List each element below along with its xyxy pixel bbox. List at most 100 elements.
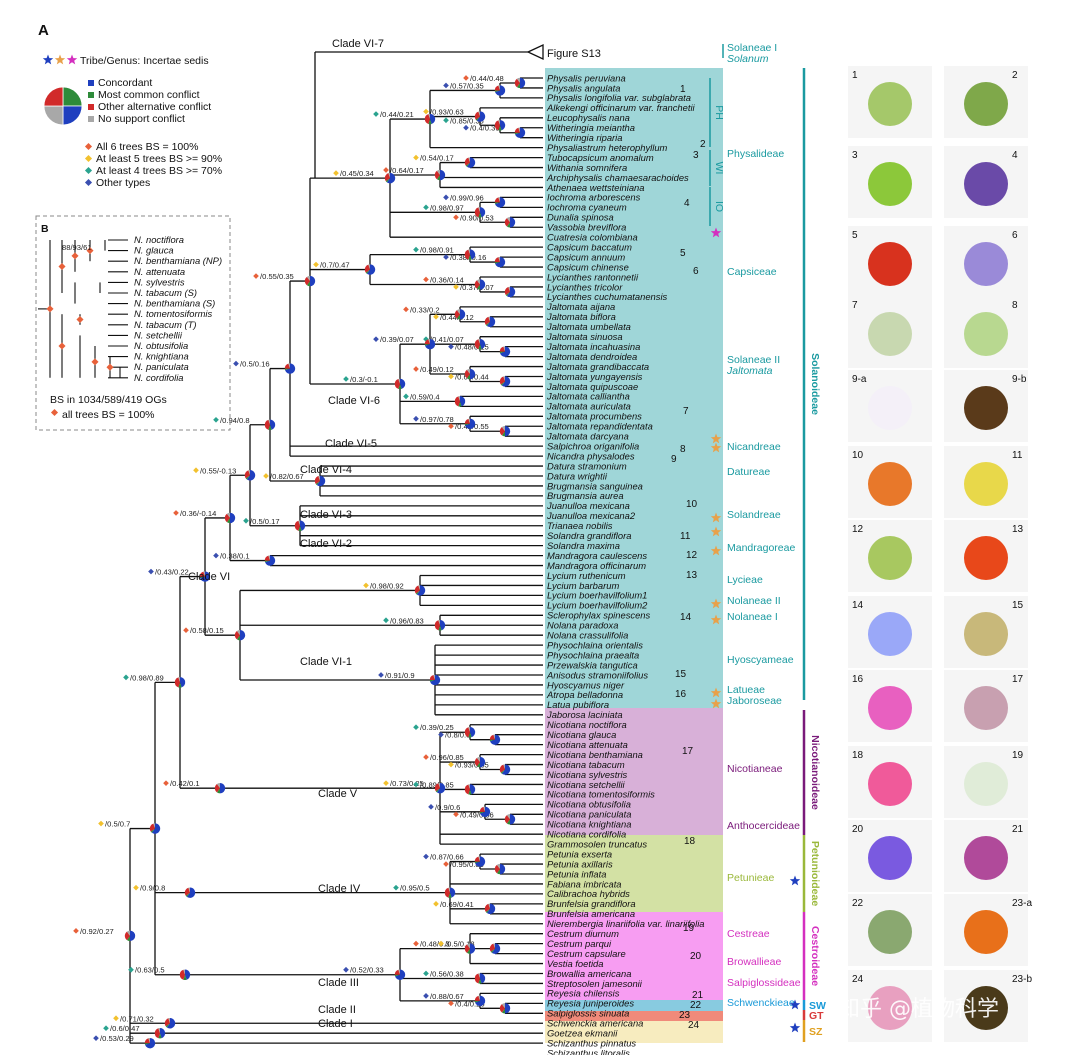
support-value: /0.98/0.89	[130, 673, 164, 682]
flower-photo	[868, 686, 912, 730]
pie-slice	[435, 788, 440, 793]
pie-slice	[496, 869, 500, 875]
pie-slice	[178, 677, 180, 683]
pie-slice	[516, 77, 520, 83]
species-label: Brunfelsia grandiflora	[547, 898, 636, 909]
species-label: Cestrum capsulare	[547, 948, 626, 959]
incertae-star-blue	[789, 999, 801, 1010]
pie-slice	[440, 620, 446, 631]
panel-b-caption: all trees BS = 100%	[62, 409, 155, 421]
pie-slice	[178, 682, 182, 688]
support-value: /0.41/0.07	[430, 335, 464, 344]
support-value: /0.6/0.47	[110, 1024, 140, 1033]
pie-slice	[440, 169, 446, 181]
support-value: /0.56/0.38	[430, 969, 464, 978]
pie-slice	[448, 892, 452, 898]
pie-slice	[306, 275, 310, 282]
pie-slice	[478, 978, 482, 984]
support-value: /0.4/0.39	[470, 124, 500, 133]
clade-label: Clade VI-7	[332, 38, 384, 50]
pie-slice	[465, 162, 470, 167]
support-value: /0.5/0.18	[445, 940, 475, 949]
species-label: Lycianthes cuchumatanensis	[547, 291, 668, 302]
support-diamond	[128, 966, 134, 973]
pie-slice	[398, 383, 402, 390]
species-label: Petunia inflata	[547, 868, 606, 879]
species-label: Vestia foetida	[547, 958, 603, 969]
pie-slice	[470, 727, 476, 738]
panel-b-label: B	[41, 223, 49, 235]
incertae-star	[710, 526, 722, 537]
pie-slice	[506, 222, 510, 228]
pie-slice	[468, 249, 470, 255]
support-diamond	[313, 261, 319, 268]
species-label: Nicotiana tabacum	[547, 759, 625, 770]
legend-swatch	[88, 104, 94, 110]
tribe-label: Browallieae	[727, 956, 781, 968]
pie-slice	[494, 262, 500, 264]
support-diamond	[423, 993, 429, 999]
photo-label: 2	[1012, 70, 1018, 81]
pie-slice	[388, 172, 390, 179]
pie-slice	[428, 338, 430, 345]
photo-label: 21	[1012, 824, 1024, 835]
pie-slice	[514, 78, 520, 88]
flower-photo	[964, 536, 1008, 580]
pie-slice	[429, 679, 435, 682]
pie-slice	[236, 635, 240, 641]
pie-slice	[200, 571, 211, 582]
clade-label: Clade VI-5	[325, 438, 377, 450]
pie-slice	[199, 571, 205, 577]
support-diamond	[123, 674, 129, 681]
pie-slice	[476, 762, 480, 768]
pie-slice	[183, 974, 187, 980]
support-diamond	[413, 940, 419, 947]
flower-photo	[868, 386, 912, 430]
pie-slice	[485, 908, 490, 914]
pie-slice	[514, 132, 520, 135]
species-label: Jaltomata umbellata	[546, 321, 631, 332]
pie-slice	[188, 887, 190, 893]
species-label: Reyesia chilensis	[547, 988, 620, 999]
pie-slice	[480, 973, 486, 984]
legend-star-blue	[42, 54, 54, 65]
support-values: /0.92/0.27/0.5/0.7/0.98/0.89/0.43/0.22/0…	[73, 74, 504, 1043]
leaf-number: 11	[680, 531, 691, 542]
photo-label: 7	[852, 300, 858, 311]
support-diamond	[403, 306, 409, 313]
pie-slice	[478, 856, 480, 862]
support-diamond	[393, 884, 399, 891]
support-diamond	[403, 393, 409, 400]
pie-slice	[486, 903, 496, 915]
leaf-number: 15	[675, 669, 687, 680]
pie-slice	[444, 887, 450, 898]
support-value: /0.98/0.91	[420, 246, 454, 255]
pie-slice	[499, 351, 505, 354]
pie-slice	[434, 620, 440, 631]
support-value: /0.98/0.97	[430, 203, 464, 212]
pie-slice	[478, 207, 480, 213]
flower-photo	[868, 312, 912, 356]
support-value: /0.39/0.25	[420, 723, 454, 732]
species-label: Withania somnifera	[547, 162, 627, 173]
tribe-labels: Solaneae ISolanumPhysalideaeCapsiceaeSol…	[42, 42, 826, 1042]
species-label: Iochroma arborescens	[547, 192, 641, 203]
support-value: /0.49/0.12	[420, 365, 454, 374]
tribe-label: Jaboroseae	[727, 695, 782, 707]
pie-slice	[489, 739, 495, 742]
pie-slice	[186, 887, 196, 898]
support-diamond	[443, 861, 449, 867]
photo-label: 10	[852, 450, 864, 461]
species-label: Jaltomata aijana	[546, 301, 615, 312]
tribe-sublabel: Jaltomata	[726, 365, 773, 377]
legend-label: At least 4 trees BS >= 70%	[96, 165, 222, 177]
pie-slice	[149, 823, 155, 832]
pie-slice	[364, 264, 370, 273]
pie-slice	[414, 585, 420, 594]
species-label: Cestrum parqui	[547, 938, 612, 949]
pie-slice	[398, 969, 400, 975]
pie-slice	[474, 856, 480, 862]
pie-slice	[520, 77, 526, 89]
